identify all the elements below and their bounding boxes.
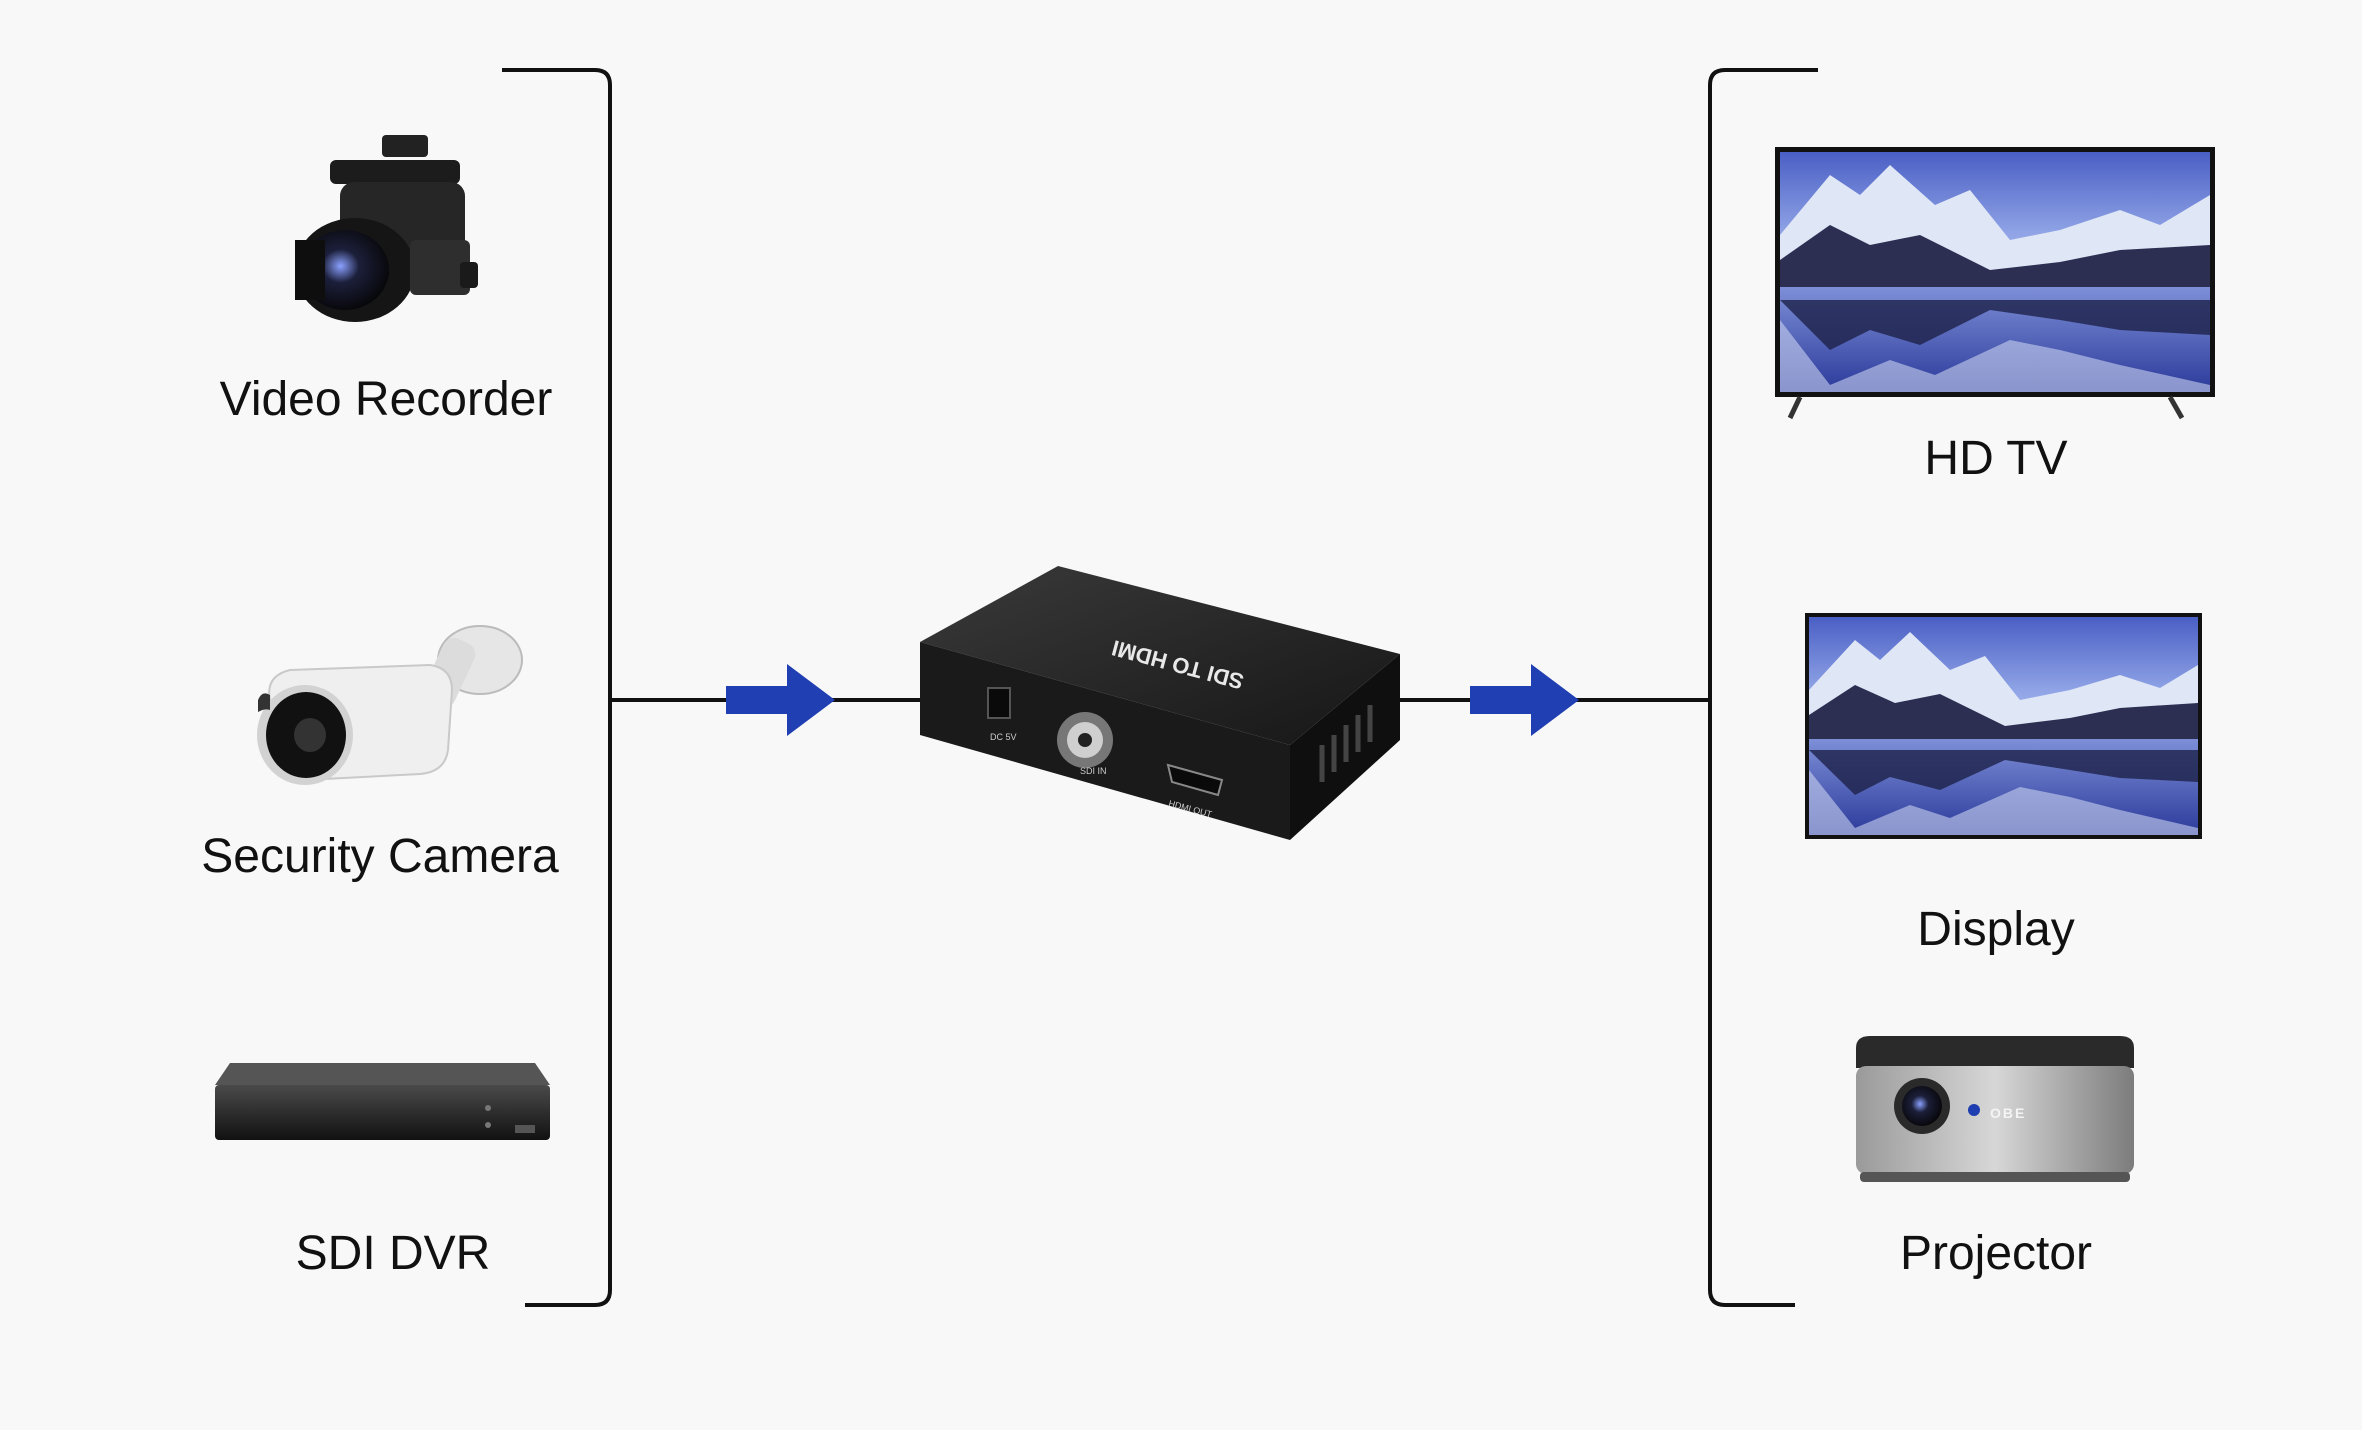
sdi-dvr-icon — [215, 1063, 550, 1140]
security-camera-icon — [257, 625, 523, 785]
output-label-display: Display — [1917, 903, 2075, 956]
source-label-sdi-dvr: SDI DVR — [295, 1227, 491, 1280]
video-recorder-icon — [295, 135, 478, 322]
projector-icon — [1856, 1036, 2134, 1182]
output-bracket — [1708, 68, 1818, 1307]
projector-brand-label: OBE — [1990, 1105, 2026, 1121]
source-bracket — [502, 68, 612, 1307]
converter-device-icon — [920, 566, 1400, 840]
output-label-hd-tv: HD TV — [1924, 432, 2068, 485]
output-arrow-icon — [1470, 664, 1579, 736]
output-label-projector: Projector — [1899, 1227, 2093, 1280]
port-label-power: DC 5V — [990, 732, 1017, 742]
hd-tv-icon — [1775, 147, 2215, 420]
display-icon — [1805, 613, 2202, 839]
port-label-input: SDI IN — [1080, 766, 1107, 776]
input-arrow-icon — [726, 664, 835, 736]
source-label-security-camera: Security Camera — [201, 830, 559, 883]
source-label-video-recorder: Video Recorder — [219, 373, 553, 426]
